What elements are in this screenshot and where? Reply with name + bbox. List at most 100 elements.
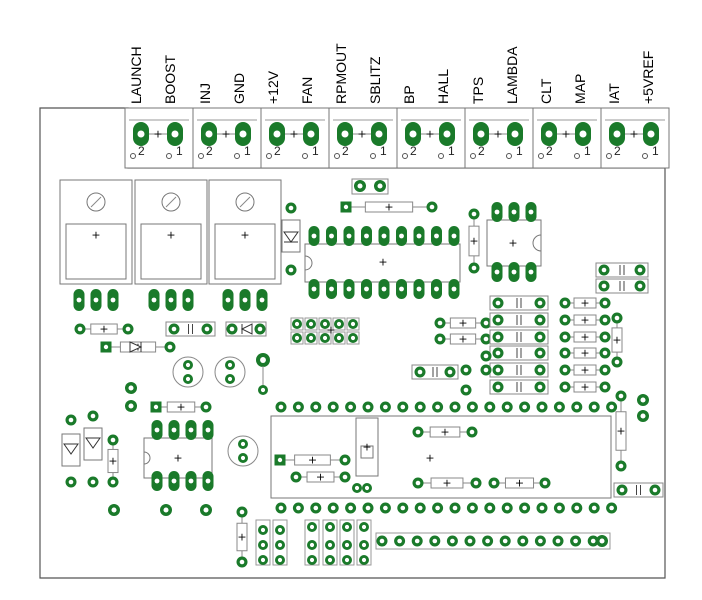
pad-hole [308, 335, 314, 341]
electrolytic-capacitor [227, 435, 259, 467]
resistor: + [559, 364, 611, 377]
pad-hole [609, 404, 614, 410]
capacitor-outline [489, 312, 549, 328]
pad-hole [562, 350, 568, 356]
pad-hole [343, 204, 349, 210]
capacitor [489, 329, 549, 345]
resistor-body [449, 317, 477, 329]
pad-hole [495, 367, 501, 373]
resistor: + [274, 454, 351, 467]
pad-hole [574, 505, 580, 511]
resistor: + [340, 201, 438, 214]
pin-header-outline [375, 532, 611, 550]
header-cell [304, 317, 318, 331]
pad-hole [171, 326, 177, 332]
pad-hole [495, 350, 501, 356]
pad-hole [483, 320, 489, 326]
pad-hole [495, 317, 501, 323]
pad-hole [313, 505, 319, 511]
pad-hole [573, 538, 578, 544]
pad-hole [640, 397, 646, 403]
components [59, 179, 612, 499]
pad-hole [294, 321, 300, 327]
pad-hole [467, 538, 473, 544]
pad-hole [470, 404, 475, 410]
resistor-vertical: + [611, 312, 623, 368]
pad-hole [171, 478, 177, 484]
pad-hole [400, 404, 406, 410]
plus-mark: + [580, 297, 589, 310]
diode-vertical-3 [83, 427, 103, 461]
resistor-vertical: + [468, 208, 480, 274]
pad-hole [365, 505, 371, 511]
plus-mark: + [378, 256, 387, 269]
header-cell [346, 331, 360, 345]
pad-hole [614, 359, 620, 365]
pad-hole [637, 267, 643, 273]
resistor-body [449, 333, 477, 345]
resistor: + [412, 426, 478, 439]
pad-hole [483, 367, 489, 373]
pad-hole [137, 130, 145, 138]
pad-hole [601, 283, 607, 289]
pad-hole [537, 334, 543, 340]
pad-hole [618, 393, 624, 399]
pad-hole [487, 404, 493, 410]
pad-hole [417, 369, 423, 375]
pad-hole [471, 211, 477, 217]
pad-hole [417, 505, 423, 511]
pin-number-1: 1 [176, 144, 183, 158]
plus-mark: + [176, 401, 185, 414]
pad-hole [491, 480, 497, 486]
pad-hole [542, 480, 548, 486]
pin-marker [438, 153, 444, 159]
pad-hole [296, 505, 301, 511]
pad-hole [313, 404, 319, 410]
component-pads: +++++++++++++++++++++++++++++++ [63, 178, 664, 568]
pad-hole [77, 326, 83, 332]
connector-label: TPS [470, 77, 486, 104]
connector-label: GND [231, 73, 247, 104]
pad-hole [125, 326, 131, 332]
plus-mark: + [153, 128, 162, 141]
pad-hole [416, 286, 422, 292]
plus-mark: + [425, 452, 434, 465]
resistor-vertical: + [107, 434, 119, 488]
header-cell [318, 331, 332, 345]
resistor: + [559, 314, 611, 327]
connector-label: FAN [299, 77, 315, 104]
pad-hole [168, 297, 174, 303]
pad-hole [416, 233, 422, 239]
capacitor-outline [489, 295, 549, 311]
pad-hole [341, 130, 349, 138]
pad-hole [399, 286, 404, 292]
cap-outline [214, 356, 246, 388]
pad-hole [204, 326, 210, 332]
resistor-body [573, 381, 597, 393]
plus-mark: + [515, 477, 524, 490]
pad-hole [240, 455, 246, 461]
pad-hole [555, 538, 561, 544]
pad-hole [435, 505, 440, 511]
pad-hole [562, 367, 568, 373]
pad-hole [579, 130, 587, 138]
connector-label: RPMOUT [333, 43, 349, 104]
connector-label: HALL [435, 69, 451, 104]
capacitor-outline [165, 321, 216, 337]
capacitor [595, 262, 649, 278]
pin-marker [606, 153, 612, 159]
resistor-body [294, 454, 331, 466]
diode-symbol [129, 341, 143, 353]
plus-mark: + [442, 477, 451, 490]
pad-hole [354, 485, 360, 491]
pin-marker [642, 153, 648, 159]
plus-mark: + [580, 347, 589, 360]
pad-hole [322, 335, 328, 341]
pad-hole [154, 427, 160, 433]
resistor: + [559, 297, 611, 310]
pad-hole [203, 507, 209, 513]
pad-hole [229, 326, 235, 332]
